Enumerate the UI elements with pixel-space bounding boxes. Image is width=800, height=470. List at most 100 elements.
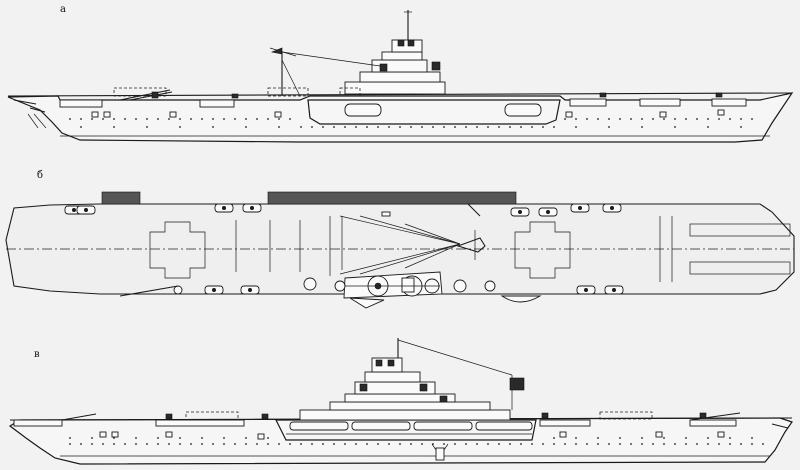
porthole bbox=[168, 118, 170, 120]
porthole bbox=[69, 437, 71, 439]
porthole bbox=[674, 443, 676, 445]
deck-equipment-dashed-a3 bbox=[339, 87, 361, 97]
porthole bbox=[432, 126, 434, 128]
porthole bbox=[707, 126, 709, 128]
porthole bbox=[256, 443, 258, 445]
porthole bbox=[311, 443, 313, 445]
porthole bbox=[388, 126, 390, 128]
elevator-forward-b bbox=[149, 221, 206, 279]
porthole bbox=[674, 118, 676, 120]
porthole bbox=[311, 126, 313, 128]
porthole bbox=[245, 443, 247, 445]
portholes-a bbox=[69, 118, 753, 128]
porthole bbox=[619, 118, 621, 120]
porthole bbox=[267, 118, 269, 120]
porthole bbox=[707, 443, 709, 445]
porthole bbox=[135, 118, 137, 120]
porthole bbox=[300, 126, 302, 128]
porthole bbox=[718, 443, 720, 445]
porthole bbox=[575, 126, 577, 128]
porthole bbox=[729, 437, 731, 439]
arrestor-lines-b bbox=[235, 216, 673, 282]
boat-recess-forward-a bbox=[344, 103, 382, 117]
porthole bbox=[102, 443, 104, 445]
porthole bbox=[289, 443, 291, 445]
porthole bbox=[179, 443, 181, 445]
hull-hatches-a bbox=[91, 109, 725, 118]
porthole bbox=[355, 126, 357, 128]
porthole bbox=[377, 126, 379, 128]
gun-mount-center bbox=[518, 210, 522, 214]
porthole bbox=[113, 126, 115, 128]
porthole bbox=[685, 443, 687, 445]
porthole bbox=[465, 443, 467, 445]
porthole bbox=[267, 443, 269, 445]
stern-slots-b bbox=[689, 223, 791, 275]
porthole bbox=[487, 126, 489, 128]
porthole bbox=[135, 443, 137, 445]
porthole bbox=[707, 437, 709, 439]
porthole bbox=[608, 118, 610, 120]
porthole bbox=[124, 118, 126, 120]
porthole bbox=[124, 443, 126, 445]
gun-mount-center bbox=[610, 206, 614, 210]
porthole bbox=[421, 126, 423, 128]
porthole bbox=[399, 126, 401, 128]
porthole bbox=[718, 118, 720, 120]
porthole bbox=[553, 126, 555, 128]
porthole bbox=[476, 443, 478, 445]
elevator-aft-b bbox=[514, 221, 571, 279]
porthole bbox=[564, 118, 566, 120]
deck-guns-a bbox=[119, 89, 723, 101]
porthole bbox=[487, 443, 489, 445]
porthole bbox=[410, 126, 412, 128]
porthole bbox=[388, 443, 390, 445]
deck-equipment-dashed-a2 bbox=[267, 87, 309, 97]
porthole bbox=[80, 126, 82, 128]
porthole bbox=[344, 443, 346, 445]
gun-mount-center bbox=[222, 206, 226, 210]
porthole bbox=[531, 126, 533, 128]
porthole bbox=[201, 437, 203, 439]
porthole bbox=[685, 437, 687, 439]
porthole bbox=[234, 443, 236, 445]
gun-mounts-b bbox=[64, 203, 624, 295]
porthole bbox=[751, 118, 753, 120]
gallery-forward-b bbox=[101, 191, 141, 205]
porthole bbox=[531, 443, 533, 445]
porthole bbox=[91, 443, 93, 445]
porthole bbox=[575, 443, 577, 445]
plan-view bbox=[5, 191, 795, 309]
porthole bbox=[333, 443, 335, 445]
porthole bbox=[685, 118, 687, 120]
gun-mount-center bbox=[250, 206, 254, 210]
porthole bbox=[641, 443, 643, 445]
porthole bbox=[80, 118, 82, 120]
porthole bbox=[91, 437, 93, 439]
porthole bbox=[300, 443, 302, 445]
porthole bbox=[751, 443, 753, 445]
porthole bbox=[234, 118, 236, 120]
view-label-b: б bbox=[37, 170, 44, 181]
landing-fan-b bbox=[339, 215, 486, 275]
porthole bbox=[498, 126, 500, 128]
porthole bbox=[157, 437, 159, 439]
porthole bbox=[740, 443, 742, 445]
stem-line-a bbox=[27, 113, 47, 129]
flight-deck-outline-b bbox=[5, 203, 795, 295]
side-elevation-starboard bbox=[7, 10, 794, 143]
porthole bbox=[366, 126, 368, 128]
gun-mount-center bbox=[72, 208, 76, 212]
porthole bbox=[201, 118, 203, 120]
view-label-a: а bbox=[60, 4, 66, 15]
porthole bbox=[641, 118, 643, 120]
porthole bbox=[619, 443, 621, 445]
porthole bbox=[597, 118, 599, 120]
porthole bbox=[146, 126, 148, 128]
porthole bbox=[663, 437, 665, 439]
porthole bbox=[278, 118, 280, 120]
porthole bbox=[707, 118, 709, 120]
porthole bbox=[355, 443, 357, 445]
porthole bbox=[630, 118, 632, 120]
